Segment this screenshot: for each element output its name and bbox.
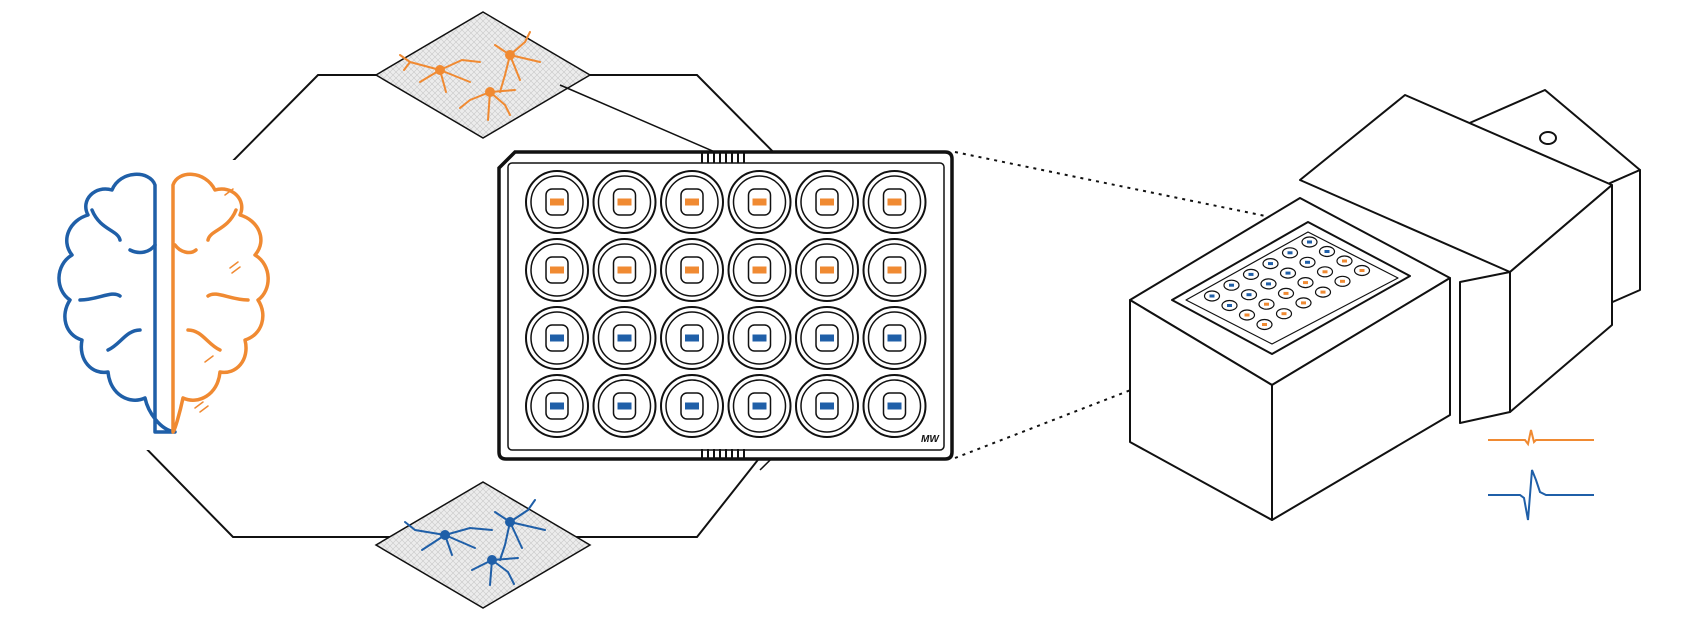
plate-well xyxy=(592,170,657,234)
well-electrode xyxy=(752,402,767,410)
plate-well xyxy=(727,374,792,438)
mini-well xyxy=(1334,275,1351,287)
plate-well xyxy=(525,170,589,234)
mini-well xyxy=(1260,278,1277,290)
plate-well xyxy=(727,170,792,234)
mini-well xyxy=(1238,309,1256,321)
mini-well xyxy=(1318,245,1336,258)
well-electrode xyxy=(887,266,902,274)
mini-well xyxy=(1240,289,1258,301)
device-plate-wells xyxy=(1203,236,1371,331)
plate-well xyxy=(862,238,927,302)
plate-well xyxy=(795,170,859,234)
mini-well xyxy=(1336,255,1353,267)
well-electrode xyxy=(752,266,767,274)
well-electrode xyxy=(887,198,902,206)
plate-well xyxy=(525,306,589,370)
neuron-culture-blue-icon xyxy=(374,481,592,609)
well-electrode xyxy=(685,334,699,342)
mini-well xyxy=(1316,266,1334,278)
plate-well xyxy=(862,374,927,438)
plate-well xyxy=(862,306,927,370)
plate-well xyxy=(592,374,657,438)
plate-top-notch xyxy=(701,153,745,163)
mini-well xyxy=(1297,277,1314,289)
mini-well xyxy=(1203,290,1221,302)
well-electrode xyxy=(752,334,767,342)
brain-hemispheres-icon xyxy=(57,172,270,434)
plate-bottom-notch xyxy=(701,449,745,459)
well-electrode xyxy=(752,198,767,206)
mea-reader-device-icon xyxy=(1129,89,1641,521)
plate-well xyxy=(795,306,859,370)
well-electrode xyxy=(685,266,699,274)
plate-well xyxy=(525,374,589,438)
well-electrode xyxy=(820,266,834,274)
brain-right-hemisphere xyxy=(171,172,270,434)
brain-left-hemisphere xyxy=(57,172,177,434)
mini-well xyxy=(1221,299,1238,312)
mini-well xyxy=(1314,286,1332,298)
plate-well xyxy=(795,374,859,438)
well-electrode xyxy=(685,402,699,410)
well-electrode xyxy=(820,334,834,342)
well-electrode xyxy=(820,402,834,410)
well-electrode xyxy=(685,198,699,206)
plate-well xyxy=(727,238,792,302)
well-electrode xyxy=(550,402,564,410)
plate-well xyxy=(592,306,657,370)
plate-well xyxy=(660,374,724,438)
well-electrode xyxy=(887,334,902,342)
well-electrode xyxy=(550,334,564,342)
mini-well xyxy=(1258,298,1275,310)
well-electrode xyxy=(617,198,632,206)
mini-well xyxy=(1275,308,1293,320)
plate-well xyxy=(592,238,657,302)
mini-well xyxy=(1301,236,1318,248)
mini-well xyxy=(1242,268,1260,280)
mini-well xyxy=(1279,267,1297,279)
well-electrode xyxy=(820,198,834,206)
mini-well xyxy=(1262,258,1279,270)
well-electrode xyxy=(617,266,632,274)
mini-well xyxy=(1256,318,1273,331)
plate-well xyxy=(795,238,859,302)
plate-well xyxy=(660,306,724,370)
well-electrode xyxy=(550,266,564,274)
well-electrode xyxy=(617,334,632,342)
well-electrode xyxy=(617,402,632,410)
plate-well xyxy=(660,238,724,302)
mini-well xyxy=(1353,264,1371,277)
mini-well xyxy=(1277,287,1295,299)
mini-well xyxy=(1281,247,1299,259)
neuron-culture-orange-icon xyxy=(374,11,592,139)
plate-logo: MW xyxy=(921,434,940,445)
mini-well xyxy=(1223,279,1240,291)
well-electrode xyxy=(550,198,564,206)
spike-trace-small-icon xyxy=(1488,429,1594,447)
plate-well xyxy=(525,238,589,302)
plate-well xyxy=(862,170,927,234)
mini-well xyxy=(1299,256,1316,268)
spike-trace-large-icon xyxy=(1488,469,1594,521)
multiwell-plate: MW xyxy=(497,150,954,461)
plate-well xyxy=(727,306,792,370)
mini-well xyxy=(1295,297,1312,309)
well-electrode xyxy=(887,402,902,410)
plate-well xyxy=(660,170,724,234)
